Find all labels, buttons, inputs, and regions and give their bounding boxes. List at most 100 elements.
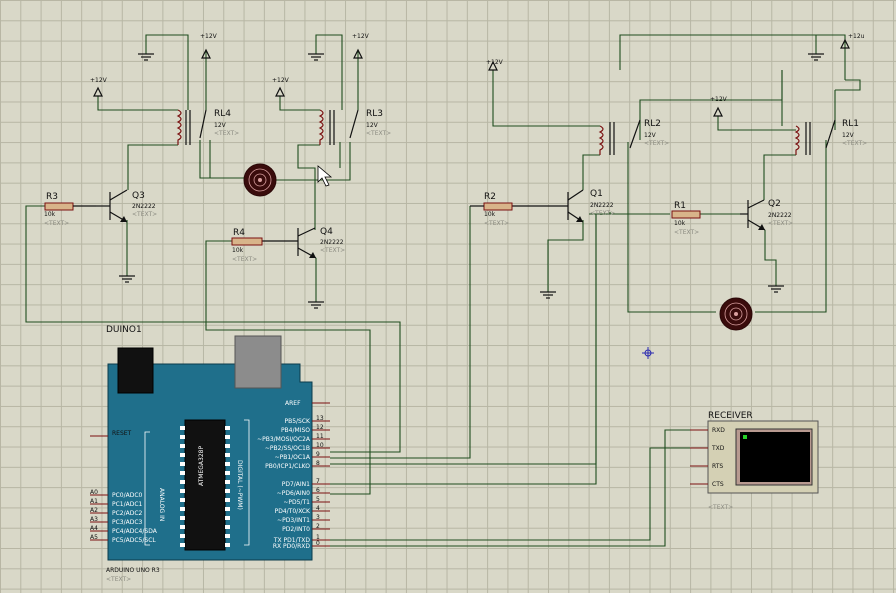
arduino-board[interactable]: DUINO1 ATMEGA328P ANALOG IN DIGITAL (~PW… bbox=[90, 325, 330, 583]
chip-pins bbox=[180, 426, 230, 547]
transistor-ref: Q1 bbox=[590, 189, 603, 199]
pin-name: PD4/T0/XCK bbox=[275, 508, 311, 515]
pin-number: 4 bbox=[316, 505, 320, 512]
pin-int-label: PC1/ADC1 bbox=[112, 501, 143, 508]
pin-number: 1 bbox=[316, 534, 320, 541]
pin-name: PB4/MISO bbox=[281, 427, 310, 434]
chip-pin bbox=[180, 534, 185, 538]
relay-RL2[interactable]: RL2 12V <TEXT> bbox=[598, 119, 669, 155]
ground-symbol bbox=[808, 53, 824, 61]
pin-ext-label: A3 bbox=[90, 516, 98, 523]
pin-name: TX PD1/TXD bbox=[273, 537, 311, 544]
resistor-ref: R4 bbox=[233, 228, 245, 238]
chip-pin bbox=[225, 471, 230, 475]
relay-text: <TEXT> bbox=[366, 130, 391, 137]
relay-value: 12V bbox=[214, 122, 227, 129]
pin-name: PD2/INT0 bbox=[282, 526, 310, 533]
transistor-Q2[interactable]: Q2 2N2222 <TEXT> bbox=[740, 199, 793, 231]
transistor-Q3[interactable]: Q3 2N2222 <TEXT> bbox=[96, 189, 157, 223]
pin-number: 5 bbox=[316, 496, 320, 503]
transistor-value: 2N2222 bbox=[590, 202, 614, 209]
motor-left[interactable] bbox=[243, 163, 277, 197]
receiver-ref: RECEIVER bbox=[708, 411, 753, 421]
pin-name: PB0/ICP1/CLKO bbox=[265, 463, 310, 470]
resistor-value: 10k bbox=[674, 220, 686, 227]
pin-ext-label: A1 bbox=[90, 498, 98, 505]
aref-label: AREF bbox=[285, 400, 301, 407]
pin-name: PB5/SCK bbox=[284, 418, 311, 425]
chip-pin bbox=[180, 507, 185, 511]
receiver-pin-label: RTS bbox=[712, 463, 723, 470]
relay-text: <TEXT> bbox=[214, 130, 239, 137]
usb-connector bbox=[234, 335, 282, 389]
pin-number: 3 bbox=[316, 514, 320, 521]
arduino-ref: DUINO1 bbox=[106, 325, 142, 335]
power-label: +12u bbox=[848, 33, 865, 40]
power-label: +12V bbox=[90, 77, 108, 84]
power-label: +12V bbox=[272, 77, 290, 84]
pin-number: 13 bbox=[316, 415, 324, 422]
pin-number: 8 bbox=[316, 460, 320, 467]
pin-name: ~PD6/AIN0 bbox=[277, 490, 310, 497]
relay-RL1[interactable]: RL1 12V <TEXT> bbox=[794, 119, 867, 155]
resistor-R4[interactable]: R4 10k <TEXT> bbox=[231, 228, 263, 263]
relay-RL3[interactable]: RL3 12V <TEXT> bbox=[318, 109, 391, 145]
transistor-Q4[interactable]: Q4 2N2222 <TEXT> bbox=[262, 227, 345, 259]
transistor-ref: Q3 bbox=[132, 191, 145, 201]
power-symbols bbox=[93, 38, 850, 117]
resistor-ref: R2 bbox=[484, 192, 496, 202]
resistor-R3[interactable]: R3 10k <TEXT> bbox=[44, 192, 96, 227]
pin-number: 10 bbox=[316, 442, 324, 449]
chip-pin bbox=[225, 525, 230, 529]
relay-ref: RL1 bbox=[842, 119, 859, 129]
power-label: +12V bbox=[486, 59, 504, 66]
pin-name: PD7/AIN1 bbox=[282, 481, 310, 488]
transistor-value: 2N2222 bbox=[320, 239, 344, 246]
chip-pin bbox=[180, 453, 185, 457]
analog-section-label: ANALOG IN bbox=[158, 488, 165, 521]
transistor-text: <TEXT> bbox=[590, 210, 615, 217]
resistor-text: <TEXT> bbox=[232, 256, 257, 263]
ground-symbol bbox=[768, 285, 784, 293]
chip-pin bbox=[180, 498, 185, 502]
pin-ext-label: A2 bbox=[90, 507, 98, 514]
chip-pin bbox=[225, 462, 230, 466]
resistor-value: 10k bbox=[44, 211, 56, 218]
grounds bbox=[119, 53, 824, 309]
chip-pin bbox=[180, 435, 185, 439]
chip-pin bbox=[225, 453, 230, 457]
pin-name: RX PD0/RXD bbox=[273, 543, 311, 550]
relay-text: <TEXT> bbox=[644, 140, 669, 147]
chip-pin bbox=[180, 462, 185, 466]
receiver-pin-label: TXD bbox=[711, 445, 725, 452]
pin-name: ~PB2/SS/OC1B bbox=[265, 445, 310, 452]
pin-ext-label: A0 bbox=[90, 489, 98, 496]
pin-int-label: PC3/ADC3 bbox=[112, 519, 143, 526]
arduino-text: <TEXT> bbox=[106, 576, 131, 583]
transistor-value: 2N2222 bbox=[132, 203, 156, 210]
resistor-R1[interactable]: R1 10k <TEXT> bbox=[671, 201, 701, 236]
motor-right[interactable] bbox=[719, 297, 753, 331]
chip-pin bbox=[225, 534, 230, 538]
chip-pin bbox=[180, 480, 185, 484]
transistor-text: <TEXT> bbox=[132, 211, 157, 218]
pin-number: 9 bbox=[316, 451, 320, 458]
power-label: +12V bbox=[710, 96, 728, 103]
transistor-text: <TEXT> bbox=[768, 220, 793, 227]
pin-int-label: PC0/ADC0 bbox=[112, 492, 143, 499]
resistor-R2[interactable]: R2 10k <TEXT> bbox=[470, 192, 513, 227]
relay-ref: RL3 bbox=[366, 109, 383, 119]
relay-RL4[interactable]: RL4 12V <TEXT> bbox=[176, 109, 239, 145]
ground-symbol bbox=[308, 301, 324, 309]
power-label: +12V bbox=[200, 33, 218, 40]
ground-symbol bbox=[119, 275, 135, 283]
relay-value: 12V bbox=[644, 132, 657, 139]
relay-text: <TEXT> bbox=[842, 140, 867, 147]
chip-pin bbox=[180, 489, 185, 493]
chip-pin bbox=[225, 444, 230, 448]
transistor-Q1[interactable]: Q1 2N2222 <TEXT> bbox=[512, 189, 615, 223]
right-wiring bbox=[330, 34, 861, 547]
pin-number: 11 bbox=[316, 433, 324, 440]
